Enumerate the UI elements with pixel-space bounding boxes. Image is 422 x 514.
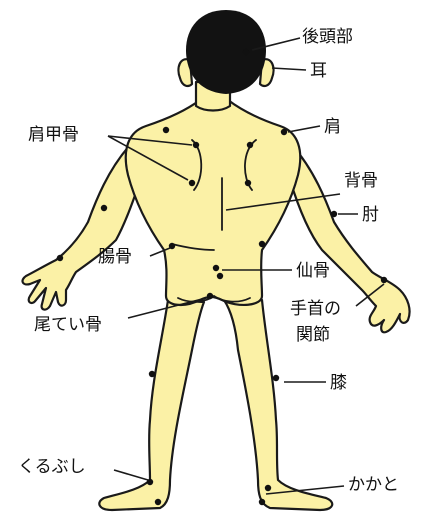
elbow-dot-left (101, 205, 107, 211)
label-wrist-line2: 関節 (296, 325, 330, 345)
label-heel: かかと (348, 475, 399, 495)
ankle-dot-right (265, 485, 271, 491)
scapula-dot-2 (189, 180, 195, 186)
scapula-dot-3 (247, 142, 253, 148)
head-hair (186, 10, 266, 94)
label-ear: 耳 (310, 61, 327, 81)
wrist-dot-right (381, 277, 387, 283)
knee-dot-right (273, 375, 279, 381)
left-leg (99, 300, 204, 510)
elbow-dot-right (331, 211, 337, 217)
heel-dot-left (155, 499, 161, 505)
label-shoulder: 肩 (324, 117, 341, 137)
left-arm (23, 145, 142, 310)
label-sacrum: 仙骨 (296, 261, 330, 281)
scapula-dot-4 (245, 180, 251, 186)
label-ankle: くるぶし (18, 457, 86, 477)
label-elbow: 肘 (362, 205, 379, 225)
ankle-leader (114, 470, 148, 480)
label-scapula: 肩甲骨 (28, 125, 79, 145)
sacrum-dot-2 (217, 273, 223, 279)
label-ilium: 腸骨 (98, 247, 132, 267)
ilium-dot-right (259, 241, 265, 247)
sacrum-dot-1 (213, 265, 219, 271)
shoulder-dot-left (163, 127, 169, 133)
label-knee: 膝 (330, 373, 347, 393)
label-coccyx: 尾てい骨 (34, 315, 102, 335)
coccyx-dot (207, 293, 213, 299)
ear-leader (272, 68, 306, 70)
scapula-dot-1 (193, 142, 199, 148)
shoulder-leader (288, 126, 320, 132)
heel-dot-right (259, 499, 265, 505)
wrist-dot-left (57, 255, 63, 261)
occiput-dot (243, 49, 249, 55)
label-spine: 背骨 (344, 171, 378, 191)
knee-dot-left (149, 371, 155, 377)
shoulder-dot-right (281, 129, 287, 135)
label-occiput: 後頭部 (302, 27, 353, 47)
label-wrist-line1: 手首の (290, 299, 341, 319)
